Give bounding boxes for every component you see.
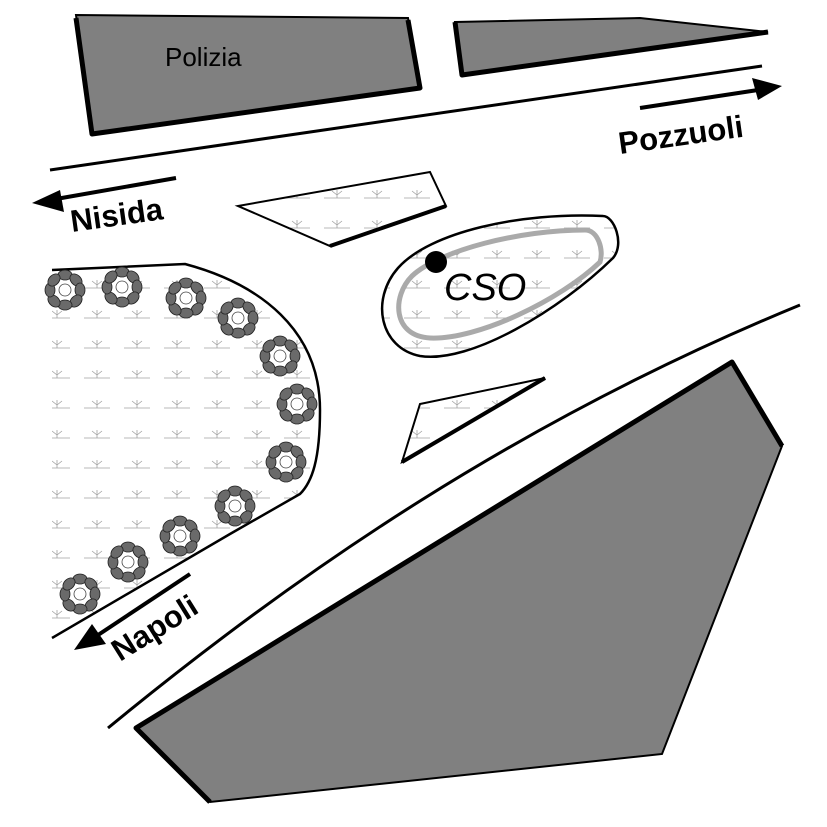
cso-inner-path	[396, 227, 604, 341]
building-northeast	[453, 16, 769, 77]
cso-island	[380, 214, 620, 359]
park-area	[52, 264, 320, 638]
cso-label: CSO	[444, 267, 526, 309]
police-label: Polizia	[165, 42, 242, 72]
pozzuoli-arrow	[639, 78, 782, 110]
park-edge	[51, 262, 322, 640]
police-building	[74, 13, 422, 136]
napoli-arrow	[74, 572, 192, 650]
napoli-label: Napoli	[105, 588, 204, 668]
road-edge-south	[107, 303, 801, 730]
traffic-island-north	[234, 170, 448, 248]
cso-location-marker	[425, 251, 447, 273]
nisida-arrow	[32, 176, 177, 212]
pozzuoli-label: Pozzuoli	[616, 109, 745, 161]
nisida-label: Nisida	[68, 191, 166, 239]
road-edge-north	[49, 64, 763, 172]
